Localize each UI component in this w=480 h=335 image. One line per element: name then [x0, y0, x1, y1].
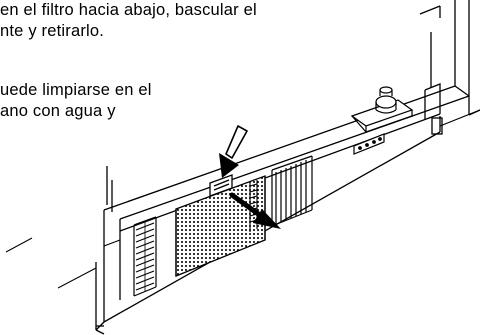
arrow-down-icon: [219, 125, 248, 178]
filter-handle: [209, 174, 233, 197]
right-vent-grille: [271, 155, 313, 227]
instruction-line-1: en el filtro hacia abajo, bascular el: [0, 1, 257, 19]
baseboard-detail: [103, 109, 480, 247]
arrow-diagonal-out-icon: [229, 192, 281, 229]
instruction-line-3: uede limpiarse en el: [0, 81, 152, 99]
cabinet-outline: [5, 0, 480, 335]
left-vent-grille: [133, 216, 157, 297]
instruction-line-2: nte y retirarlo.: [0, 22, 105, 40]
terminal-block: [353, 133, 385, 155]
instruction-line-4: ano con agua y: [0, 102, 116, 120]
component-housing: [350, 86, 414, 133]
